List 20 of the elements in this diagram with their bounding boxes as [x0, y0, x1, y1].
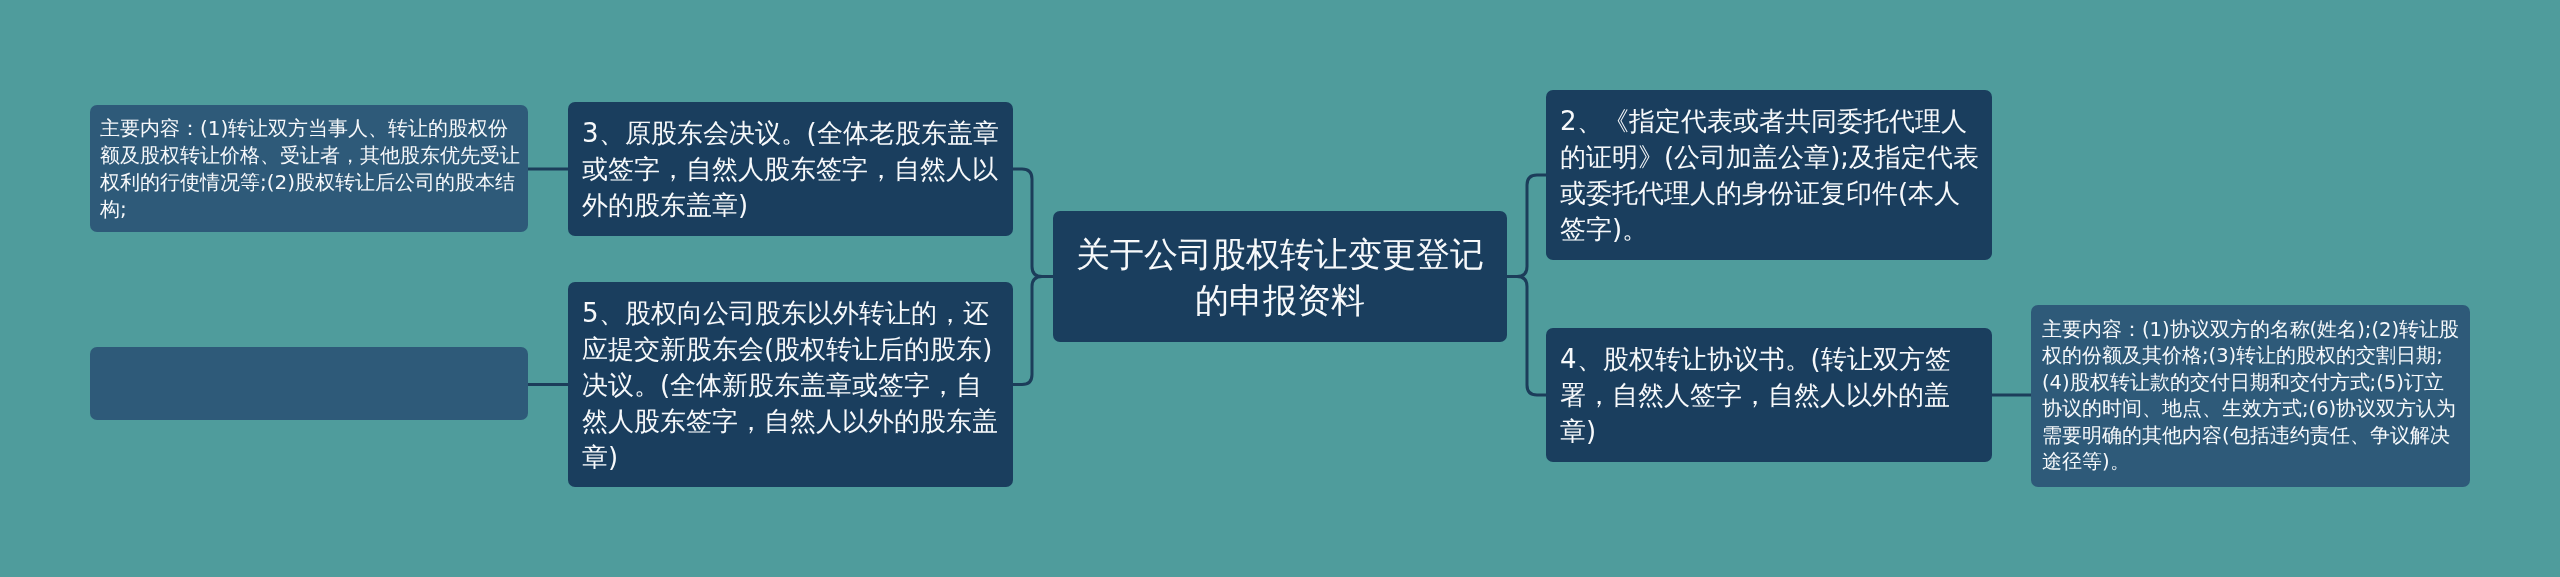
- connector-line: [528, 167, 568, 171]
- note-text: 主要内容：(1)协议双方的名称(姓名);(2)转让股权的份额及其价格;(3)转让的股权的交割日期;(4)股权转让款的交付日期和交付方式;(5)订立协议的时间、地点、生效方式;(6)协议双方认为需要明确的其他内容(包括违约责任、争议解决途径等)。: [2042, 316, 2461, 475]
- note-box: [2031, 305, 2470, 487]
- subtopic-box: [1546, 328, 1992, 462]
- note-box: [90, 105, 528, 232]
- subtopic-box: [568, 282, 1013, 487]
- connector-line: [1013, 275, 1053, 386]
- topic-box: [1053, 211, 1507, 342]
- subtopic-text: 4、股权转让协议书。(转让双方签署，自然人签字，自然人以外的盖章): [1560, 343, 1952, 448]
- note-box: [90, 347, 528, 420]
- subtopic-text: 3、原股东会决议。(全体老股东盖章或签字，自然人股东签字，自然人以外的股东盖章): [582, 117, 1000, 222]
- subtopic-text: 5、股权向公司股东以外转让的，还应提交新股东会(股权转让后的股东)决议。(全体新股东盖章或签字，自然人股东签字，自然人以外的股东盖章): [582, 296, 999, 474]
- connector-line: [1507, 275, 1546, 397]
- topic-text: 关于公司股权转让变更登记的申报资料: [1075, 232, 1485, 322]
- subtopic-box: [568, 102, 1013, 236]
- subtopic-text: 2、《指定代表或者共同委托代理人的证明》(公司加盖公章);及指定代表或委托代理人的身份证复印件(本人签字)。: [1560, 105, 1980, 246]
- connector-line: [1992, 393, 2031, 397]
- subtopic-box: [1546, 90, 1992, 260]
- connector-line: [528, 383, 568, 386]
- note-text: 主要内容：(1)转让双方当事人、转让的股权份额及股权转让价格、受让者，其他股东优先受让权利的行使情况等;(2)股权转让后公司的股本结构;: [100, 114, 520, 223]
